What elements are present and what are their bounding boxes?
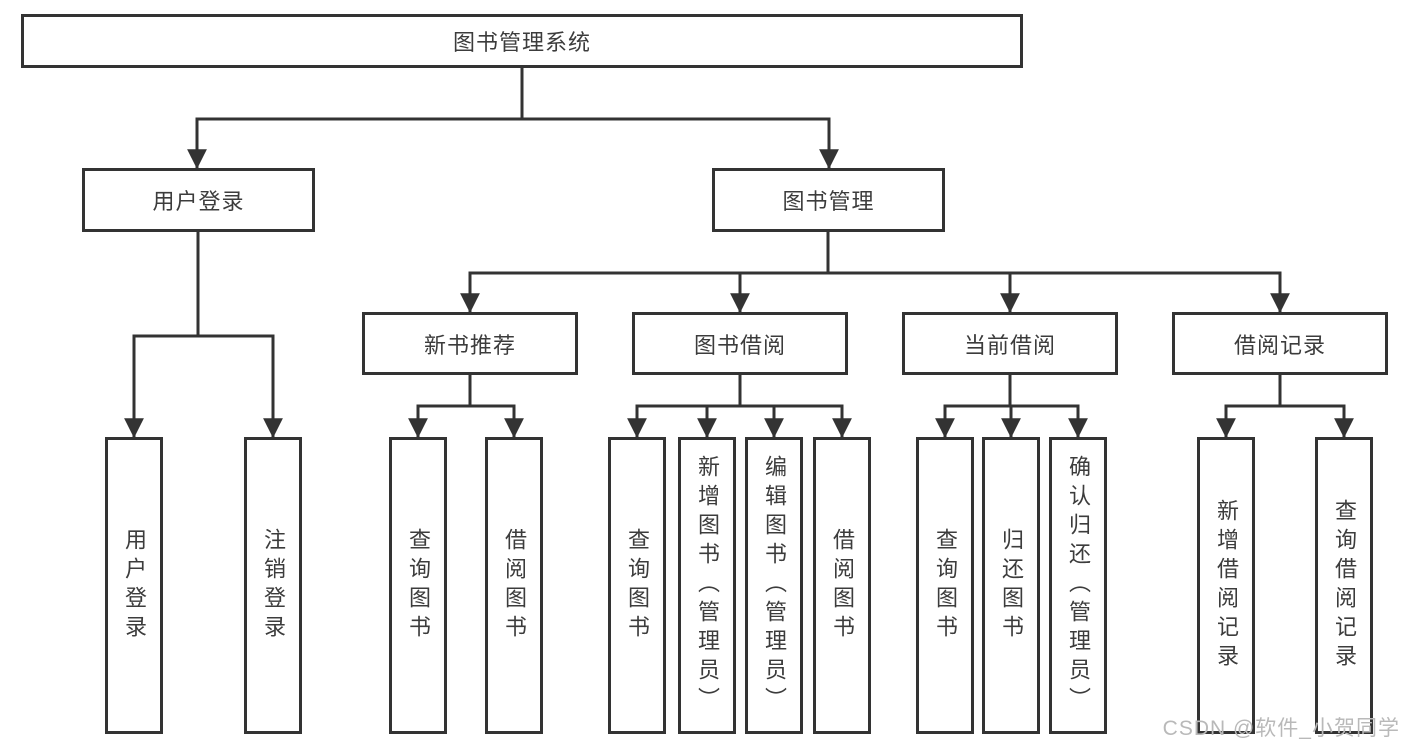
leaf-label: 编辑图书（管理员） (762, 455, 787, 716)
leaf-cb-return-books: 归还图书 (982, 437, 1040, 734)
leaf-cb-query-books: 查询图书 (916, 437, 974, 734)
leaf-label: 借阅图书 (502, 527, 527, 644)
leaf-bb-add-books-admin: 新增图书（管理员） (678, 437, 736, 734)
leaf-br-add-record: 新增借阅记录 (1197, 437, 1255, 734)
leaf-br-query-record: 查询借阅记录 (1315, 437, 1373, 734)
leaf-label: 查询图书 (933, 527, 958, 644)
node-new-book-recommend: 新书推荐 (362, 312, 578, 375)
leaf-label: 归还图书 (999, 527, 1024, 644)
node-label: 图书管理系统 (452, 30, 591, 55)
node-label: 新书推荐 (423, 332, 516, 358)
connector-new-book-rail (416, 373, 516, 408)
connector-root-rail (195, 66, 831, 121)
connector-borrow-records-rail (1224, 373, 1346, 408)
leaf-label: 注销登录 (261, 527, 286, 644)
node-user-login: 用户登录 (82, 168, 315, 232)
leaf-label: 新增图书（管理员） (695, 455, 720, 716)
node-library-system: 图书管理系统 (21, 14, 1023, 68)
leaf-nbr-query-books: 查询图书 (389, 437, 447, 734)
connector-book-borrow-rail (635, 373, 844, 408)
leaf-label: 确认归还（管理员） (1066, 455, 1091, 716)
leaf-label: 查询借阅记录 (1332, 498, 1357, 673)
node-label: 当前借阅 (963, 332, 1056, 358)
node-current-borrow: 当前借阅 (902, 312, 1118, 375)
leaf-bb-edit-books-admin: 编辑图书（管理员） (745, 437, 803, 734)
leaf-user-login: 用户登录 (105, 437, 163, 734)
node-book-management: 图书管理 (712, 168, 945, 232)
node-label: 借阅记录 (1233, 332, 1326, 358)
leaf-cb-confirm-return-admin: 确认归还（管理员） (1049, 437, 1107, 734)
leaf-bb-query-books: 查询图书 (608, 437, 666, 734)
csdn-watermark: CSDN @软件_小贺同学 (1162, 717, 1400, 740)
leaf-nbr-borrow-books: 借阅图书 (485, 437, 543, 734)
leaf-logout: 注销登录 (244, 437, 302, 734)
connector-user-login-rail (132, 230, 275, 338)
node-label: 用户登录 (152, 189, 245, 214)
leaf-label: 用户登录 (122, 527, 147, 644)
node-label: 图书借阅 (693, 332, 786, 358)
connector-current-borrow-rail (943, 373, 1080, 408)
connector-book-management-rail (468, 230, 1282, 275)
leaf-bb-borrow-books: 借阅图书 (813, 437, 871, 734)
leaf-label: 查询图书 (625, 527, 650, 644)
node-label: 图书管理 (782, 189, 875, 214)
leaf-label: 借阅图书 (830, 527, 855, 644)
node-borrow-records: 借阅记录 (1172, 312, 1388, 375)
node-book-borrow: 图书借阅 (632, 312, 848, 375)
leaf-label: 查询图书 (406, 527, 431, 644)
leaf-label: 新增借阅记录 (1214, 498, 1239, 673)
